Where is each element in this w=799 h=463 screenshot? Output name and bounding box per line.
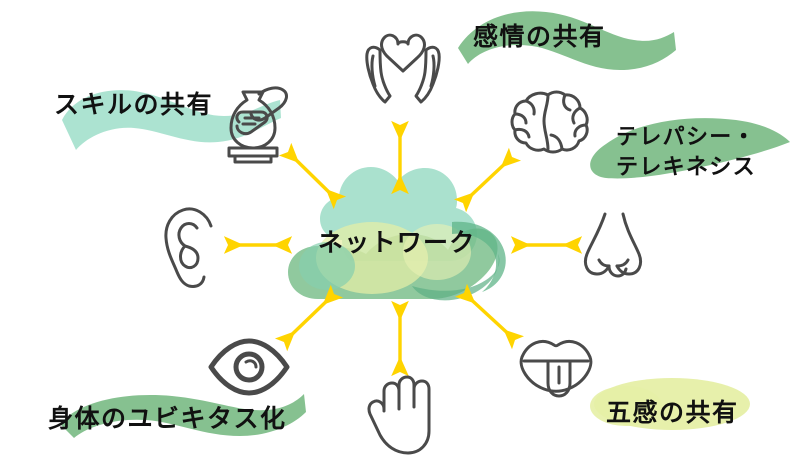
body-wave-blob: [60, 394, 306, 438]
label-telepathy-line1: テレパシー・: [616, 124, 756, 149]
label-skill-sharing: スキルの共有: [54, 91, 214, 119]
telepathy-wave-blob: [590, 118, 790, 179]
label-five-senses-sharing: 五感の共有: [606, 399, 739, 427]
label-emotion-sharing: 感情の共有: [473, 23, 606, 51]
arrow-hub-to-tongue: [455, 283, 524, 350]
eye-icon: [208, 338, 290, 396]
center-blob-mint-left: [299, 242, 355, 290]
mouth-tongue-icon: [519, 340, 593, 398]
open-hand-icon: [367, 375, 431, 455]
label-body-ubiquity: 身体のユビキタス化: [48, 405, 287, 433]
center-blob-pale-right: [403, 224, 471, 280]
hands-pottery-icon: [227, 86, 288, 164]
label-telepathy-line2: テレキネシス: [616, 153, 756, 179]
hands-holding-heart-icon: [365, 33, 441, 104]
arrow-hub-to-pottery: [278, 142, 347, 210]
network-hub-label: ネットワーク: [318, 229, 476, 257]
arrow-hub-to-eye: [274, 284, 344, 352]
ear-icon: [164, 207, 213, 288]
brain-icon: [510, 90, 589, 154]
nose-icon: [583, 212, 643, 278]
center-blob-group: [288, 167, 506, 301]
skill-wave-blob: [62, 90, 281, 150]
label-telepathy-telekinesis: テレパシー・ テレキネシス: [616, 122, 756, 181]
senses-blob-secondary: [590, 386, 662, 426]
center-blob-tail: [452, 221, 506, 292]
emotion-wave-blob: [458, 11, 676, 70]
arrow-hub-to-brain: [453, 147, 522, 213]
